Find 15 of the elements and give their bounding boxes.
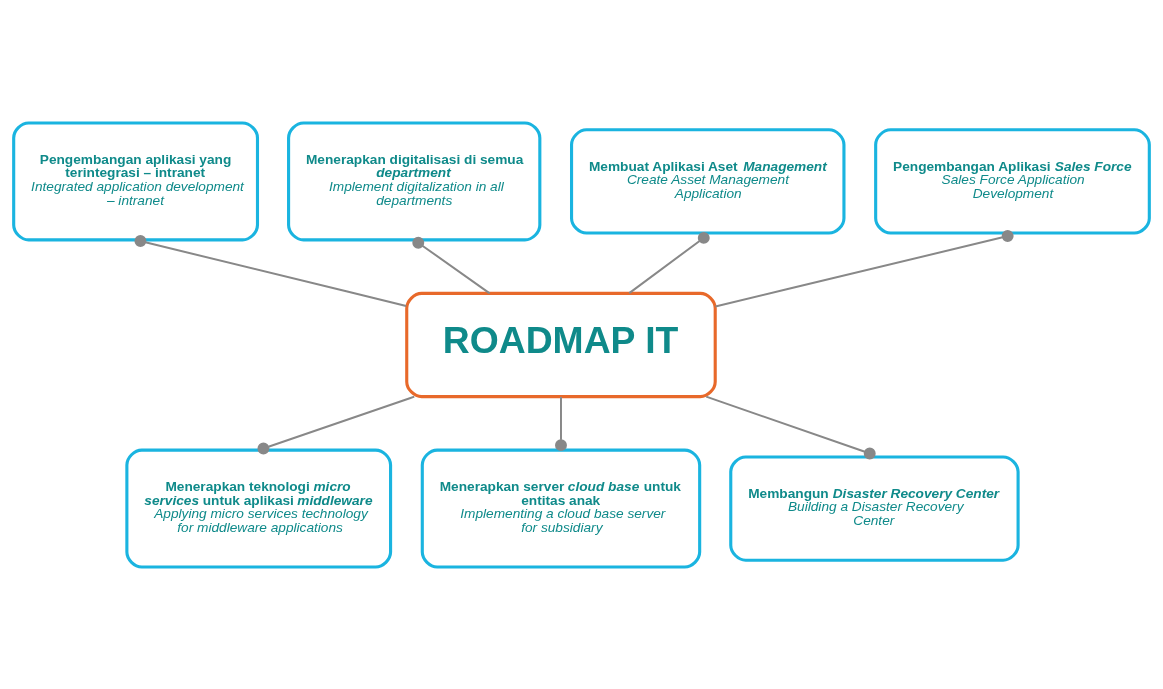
node-box: Membangun Disaster Recovery Center Building a Disaster Recovery Center <box>729 454 1020 562</box>
connector <box>628 231 710 294</box>
connector <box>714 229 1014 308</box>
node-box: Menerapkan teknologi micro services untuk aplikasi middleware Applying micro services technology for middleware applications <box>125 448 393 569</box>
node-box: ROADMAP IT <box>405 291 717 398</box>
connector <box>257 395 416 454</box>
node-box: Membuat Aplikasi Aset Management Create Asset Management Application <box>570 127 846 235</box>
connector <box>134 234 408 307</box>
connector <box>555 395 567 451</box>
node-box: Pengembangan aplikasi yang terintegrasi – intranet Integrated application development – intranet <box>12 120 260 241</box>
node-box: Menerapkan server cloud base untuk entitas anak Implementing a cloud base server for subsidiary <box>420 448 702 569</box>
node-box: Pengembangan Aplikasi Sales Force Sales Force Application Development <box>874 127 1151 235</box>
connector <box>705 395 876 459</box>
node-box: Menerapkan digitalisasi di semua department Implement digitalization in all departments <box>287 120 542 241</box>
connector <box>412 236 491 294</box>
